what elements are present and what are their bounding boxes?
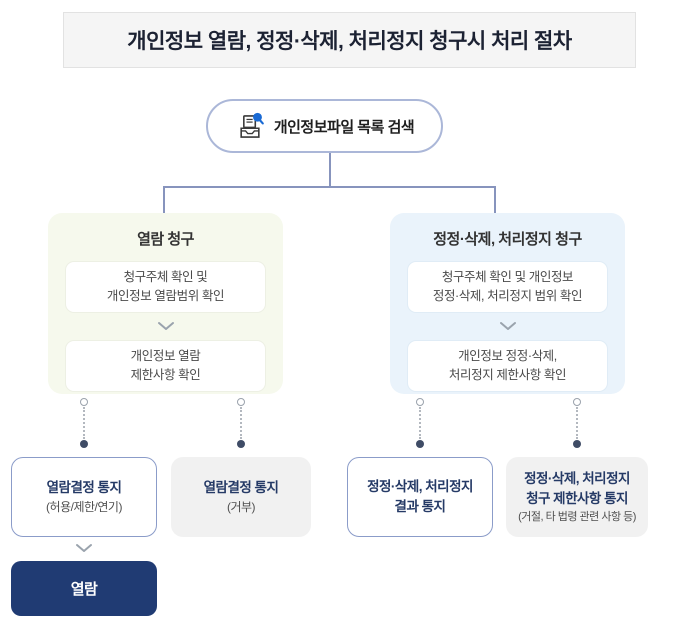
outcome-correction-result-notice: 정정·삭제, 처리정지 결과 통지 [347, 457, 493, 537]
correction-step-1-line1: 청구주체 확인 및 개인정보 [441, 270, 574, 285]
access-step-1-line1: 청구주체 확인 및 [123, 270, 208, 285]
outcome-subtitle: (거절, 타 법령 관련 사항 등) [518, 511, 636, 524]
dotted-connector-4 [571, 398, 583, 448]
connector-dot [80, 440, 88, 448]
connector-right-drop [494, 186, 496, 214]
access-step-1: 청구주체 확인 및 개인정보 열람범위 확인 [65, 261, 266, 313]
dotted-connector-3 [414, 398, 426, 448]
connector-dotted-line [83, 407, 85, 439]
root-node-file-search: 개인정보파일 목록 검색 [206, 99, 443, 153]
connector-left-drop [163, 186, 165, 214]
connector-circle [416, 398, 424, 406]
outcome-subtitle: (허용/제한/연기) [46, 500, 122, 515]
connector-branch-horizontal [163, 186, 496, 188]
dotted-connector-1 [78, 398, 90, 448]
access-final-label: 열람 [70, 581, 98, 598]
page-title: 개인정보 열람, 정정·삭제, 처리정지 청구시 처리 절차 [127, 30, 572, 53]
access-final-button: 열람 [11, 561, 157, 616]
outcome-title: 열람결정 통지 [46, 479, 122, 495]
outcome-title-line2: 결과 통지 [394, 499, 446, 514]
outcome-title-line1: 정정·삭제, 처리정지 [367, 479, 473, 495]
outcome-title: 열람결정 통지 [203, 479, 279, 495]
diagram-header: 개인정보 열람, 정정·삭제, 처리정지 청구시 처리 절차 [63, 12, 636, 68]
root-node-label: 개인정보파일 목록 검색 [273, 118, 415, 136]
outcome-access-decision-denied: 열람결정 통지 (거부) [171, 457, 311, 537]
access-step-2-line1: 개인정보 열람 [130, 349, 201, 364]
chevron-down-icon [499, 318, 517, 336]
connector-dot [416, 440, 424, 448]
correction-step-2-line1: 개인정보 정정·삭제, [458, 349, 557, 364]
outcome-correction-restriction-notice: 정정·삭제, 처리정지 청구 제한사항 통지 (거절, 타 법령 관련 사항 등… [506, 457, 648, 537]
outcome-subtitle: (거부) [226, 500, 256, 515]
file-search-icon [235, 112, 265, 141]
connector-dotted-line [576, 407, 578, 439]
connector-circle [80, 398, 88, 406]
connector-dot [237, 440, 245, 448]
connector-root-vertical [329, 153, 331, 187]
connector-circle [237, 398, 245, 406]
correction-step-2: 개인정보 정정·삭제, 처리정지 제한사항 확인 [407, 340, 608, 392]
access-step-2: 개인정보 열람 제한사항 확인 [65, 340, 266, 392]
correction-step-1-line2: 정정·삭제, 처리정지 범위 확인 [432, 289, 583, 303]
correction-step-1: 청구주체 확인 및 개인정보 정정·삭제, 처리정지 범위 확인 [407, 261, 608, 313]
access-step-1-line2: 개인정보 열람범위 확인 [106, 289, 225, 303]
branch-access-panel: 열람 청구 청구주체 확인 및 개인정보 열람범위 확인 개인정보 열람 제한사… [48, 213, 283, 394]
correction-step-2-line2: 처리정지 제한사항 확인 [448, 368, 567, 382]
connector-dot [573, 440, 581, 448]
outcome-title-line1: 정정·삭제, 처리정지 [524, 471, 630, 487]
dotted-connector-2 [235, 398, 247, 448]
branch-correction-panel: 정정·삭제, 처리정지 청구 청구주체 확인 및 개인정보 정정·삭제, 처리정… [390, 213, 625, 394]
chevron-down-icon [157, 318, 175, 336]
branch-access-title: 열람 청구 [137, 231, 194, 248]
branch-correction-title: 정정·삭제, 처리정지 청구 [433, 231, 582, 248]
access-step-2-line2: 제한사항 확인 [130, 368, 201, 382]
connector-dotted-line [419, 407, 421, 439]
chevron-down-icon [75, 540, 93, 558]
connector-circle [573, 398, 581, 406]
outcome-title-line2: 청구 제한사항 통지 [526, 490, 628, 506]
outcome-access-decision-notice: 열람결정 통지 (허용/제한/연기) [11, 457, 157, 537]
connector-dotted-line [240, 407, 242, 439]
